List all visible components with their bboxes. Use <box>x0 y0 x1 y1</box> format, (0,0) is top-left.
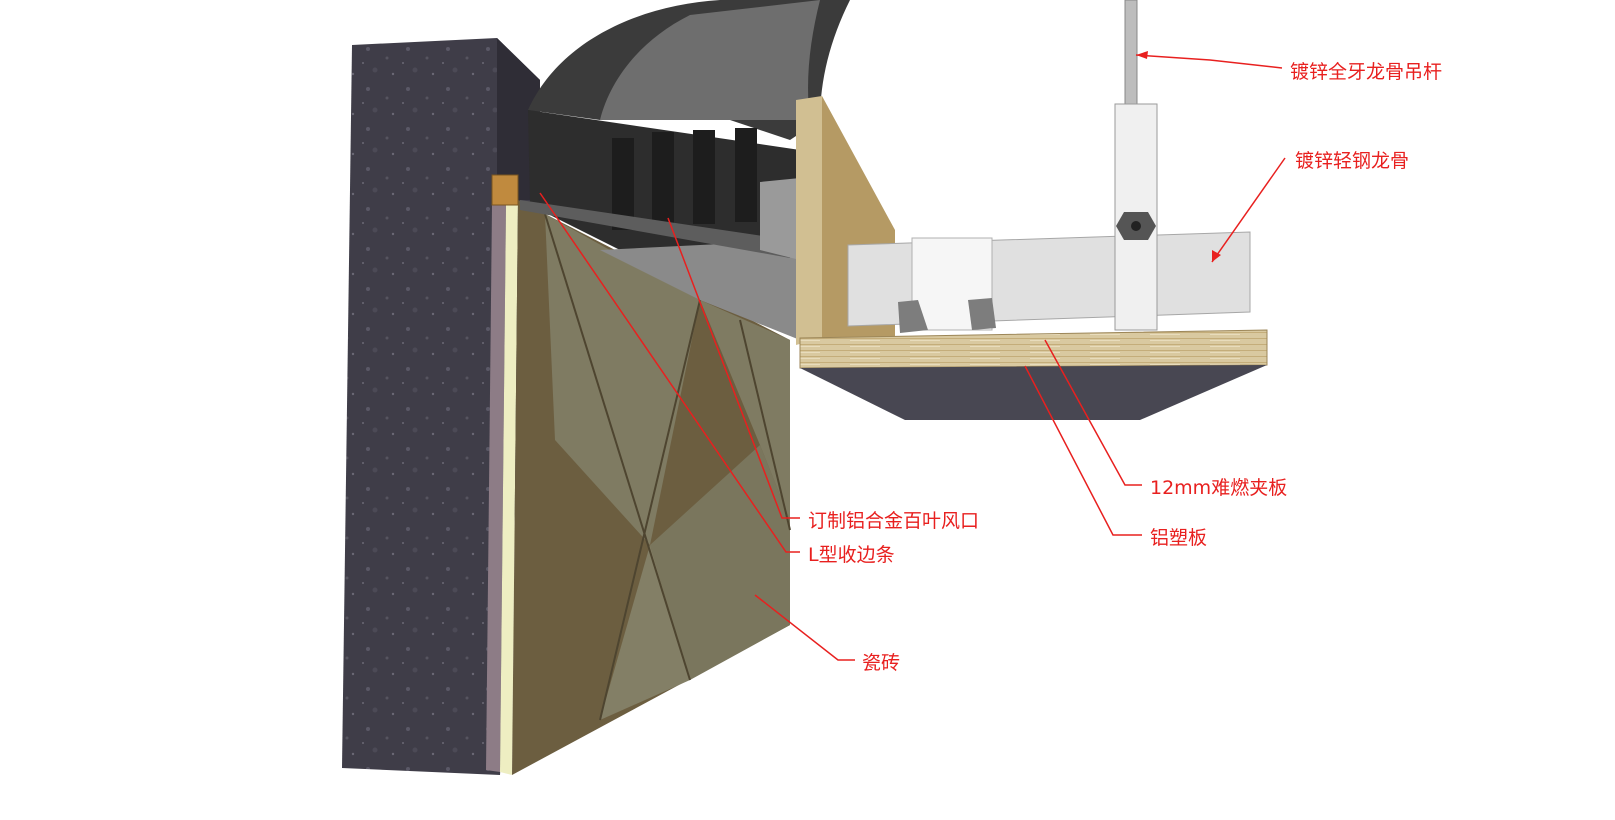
leader-aluminum-panel <box>1024 365 1142 536</box>
air-duct <box>528 0 850 340</box>
leader-light-steel-keel <box>1211 157 1286 263</box>
label-louver-vent: 订制铝合金百叶风口 <box>808 510 980 532</box>
light-steel-keel <box>847 231 1251 333</box>
aluminum-plastic-panel-bottom <box>800 365 1267 420</box>
label-aluminum-plastic-panel: 铝塑板 <box>1150 527 1208 549</box>
ceramic-tile-wall <box>512 200 791 775</box>
plaster-layer <box>486 205 506 772</box>
annotation-arrowheads <box>1136 51 1221 262</box>
hanger-rod <box>1114 0 1158 331</box>
leader-l-trim <box>539 192 800 553</box>
leader-louver-vent <box>667 217 800 519</box>
wood-block <box>491 174 519 206</box>
label-light-steel-keel: 镀锌轻钢龙骨 <box>1295 150 1410 172</box>
annotation-leaders <box>539 54 1286 661</box>
leader-fire-plywood <box>1044 339 1142 486</box>
louver-vent <box>520 128 800 260</box>
label-l-trim: L型收边条 <box>808 544 895 566</box>
label-ceramic-tile: 瓷砖 <box>862 652 901 674</box>
leader-hanger-rod <box>1135 54 1283 69</box>
label-fire-plywood: 12mm难燃夹板 <box>1150 477 1288 499</box>
leader-ceramic-tile <box>754 594 855 661</box>
label-hanger-rod: 镀锌全牙龙骨吊杆 <box>1290 61 1443 83</box>
